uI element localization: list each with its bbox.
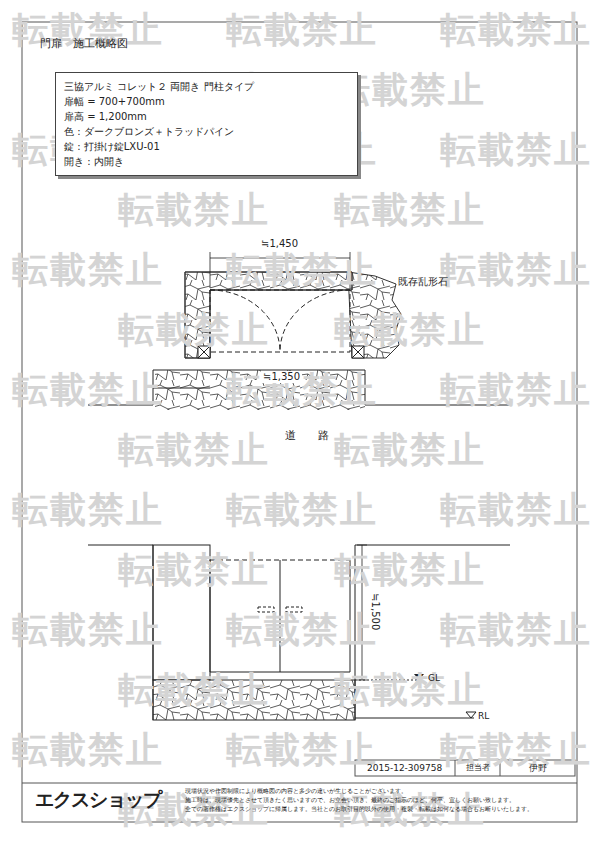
spec-line: 扉高 = 1,200mm (64, 109, 349, 124)
watermark: 転載禁止 (440, 366, 592, 415)
watermark: 転載禁止 (12, 366, 164, 415)
watermark: 転載禁止 (118, 666, 270, 715)
watermark: 転載禁止 (12, 246, 164, 295)
watermark: 転載禁止 (226, 246, 378, 295)
watermark: 転載禁止 (12, 486, 164, 535)
road-label: 道 路 (285, 430, 329, 443)
watermark: 転載禁止 (334, 306, 486, 355)
spec-line: 錠 : 打掛け錠LXU-01 (64, 139, 349, 154)
company-logo: エクスショップ (35, 789, 161, 811)
spec-box: 三協アルミ コレット２ 両開き 門柱タイプ扉幅 = 700+700mm扉高 = … (55, 72, 358, 176)
callout-label: 既存乱形石 (398, 276, 448, 288)
spec-line: 扉幅 = 700+700mm (64, 94, 349, 109)
watermark: 転載禁止 (334, 546, 486, 595)
table-cell: 伊野 (529, 763, 547, 773)
watermark: 転載禁止 (440, 726, 592, 775)
level-label: RL (478, 711, 489, 721)
dimension: ≒1,350 (261, 371, 302, 383)
watermark: 転載禁止 (226, 6, 378, 55)
spec-line: 三協アルミ コレット２ 両開き 門柱タイプ (64, 79, 349, 94)
watermark: 転載禁止 (334, 666, 486, 715)
watermark: 転載禁止 (334, 186, 486, 235)
watermark: 転載禁止 (118, 186, 270, 235)
dimension: ≒1,450 (259, 238, 300, 250)
watermark: 転載禁止 (440, 246, 592, 295)
watermark: 転載禁止 (440, 606, 592, 655)
watermark: 転載禁止 (118, 426, 270, 475)
table-cell: 2015-12-309758 (367, 763, 442, 773)
watermark: 転載禁止 (226, 606, 378, 655)
watermark: 転載禁止 (12, 606, 164, 655)
table-cell: 担当者 (466, 763, 490, 772)
note: 施工時は、現場優先とさせて頂きたく思いますので、お立会い頂き、最終のご指示のほど… (185, 797, 515, 804)
watermark: 転載禁止 (440, 486, 592, 535)
watermark: 転載禁止 (118, 306, 270, 355)
sheet-title: 門扉 施工概略図 (40, 38, 128, 51)
spec-line: 色 : ダークブロンズ＋トラッドパイン (64, 124, 349, 139)
watermark: 転載禁止 (440, 6, 592, 55)
watermark: 転載禁止 (118, 546, 270, 595)
watermark: 転載禁止 (334, 426, 486, 475)
watermark: 転載禁止 (226, 726, 378, 775)
watermark: 転載禁止 (12, 726, 164, 775)
note: 現場状況や作図制限により概略図の内容と多少の違いが生じることがございます。 (185, 788, 407, 795)
dimension: ≒1,500 (370, 591, 382, 632)
watermark: 転載禁止 (226, 486, 378, 535)
watermark: 転載禁止 (440, 126, 592, 175)
level-label: GL (428, 673, 440, 683)
note: 全ての著作権はエクスショップに帰属します。当社とのお取引目的以外の使用・複製・転… (185, 806, 533, 813)
spec-line: 開き : 内開き (64, 154, 349, 169)
